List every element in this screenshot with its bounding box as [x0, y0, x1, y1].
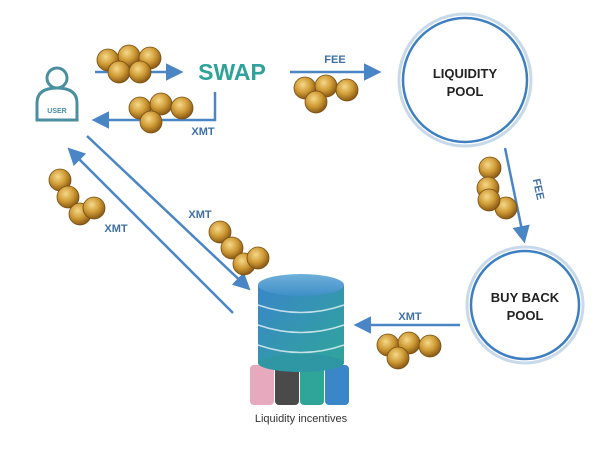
liquidity-pool-node	[397, 12, 533, 148]
user-icon	[35, 66, 79, 122]
coin-icon	[477, 188, 501, 212]
swap-label: SWAP	[198, 59, 266, 85]
fee-label-swap-to-pool: FEE	[324, 54, 345, 66]
coin-icon	[128, 60, 152, 84]
buy-back-pool-label-line2: POOL	[507, 308, 544, 323]
liquidity-pool-label-line1: LIQUIDITY	[433, 66, 498, 81]
coin-icon	[304, 90, 328, 114]
coin-icon	[386, 346, 410, 370]
coin-icon	[478, 156, 502, 180]
coin-icon	[335, 78, 359, 102]
buy-back-pool-label-line1: BUY BACK	[491, 290, 560, 305]
database-icon	[250, 274, 349, 405]
coin-icon	[418, 334, 442, 358]
xmt-label-buyback-to-database: XMT	[398, 311, 422, 323]
coin-icon	[56, 185, 80, 209]
coin-icon	[82, 196, 106, 220]
coin-icon	[246, 246, 270, 270]
coin-icon	[220, 236, 244, 260]
coin-icon	[170, 96, 194, 120]
coin-icon	[107, 60, 131, 84]
fee-label-pool-to-buyback: FEE	[530, 178, 546, 201]
arrow-user-to-database	[86, 135, 251, 291]
arrow-swap-to-user	[91, 92, 217, 129]
database-label: Liquidity incentives	[255, 413, 348, 425]
xmt-label-swap-to-user: XMT	[191, 126, 215, 138]
coin-icon	[208, 220, 232, 244]
xmt-label-database-to-user: XMT	[104, 223, 128, 235]
xmt-label-user-to-database: XMT	[188, 209, 212, 221]
coin-icons	[48, 44, 518, 370]
arrow-database-to-user	[67, 147, 234, 314]
user-label: USER	[47, 108, 66, 115]
arrow-pool-to-buyback	[503, 147, 530, 244]
coin-icon	[139, 110, 163, 134]
liquidity-pool-label-line2: POOL	[447, 84, 484, 99]
buy-back-pool-node	[465, 245, 585, 365]
